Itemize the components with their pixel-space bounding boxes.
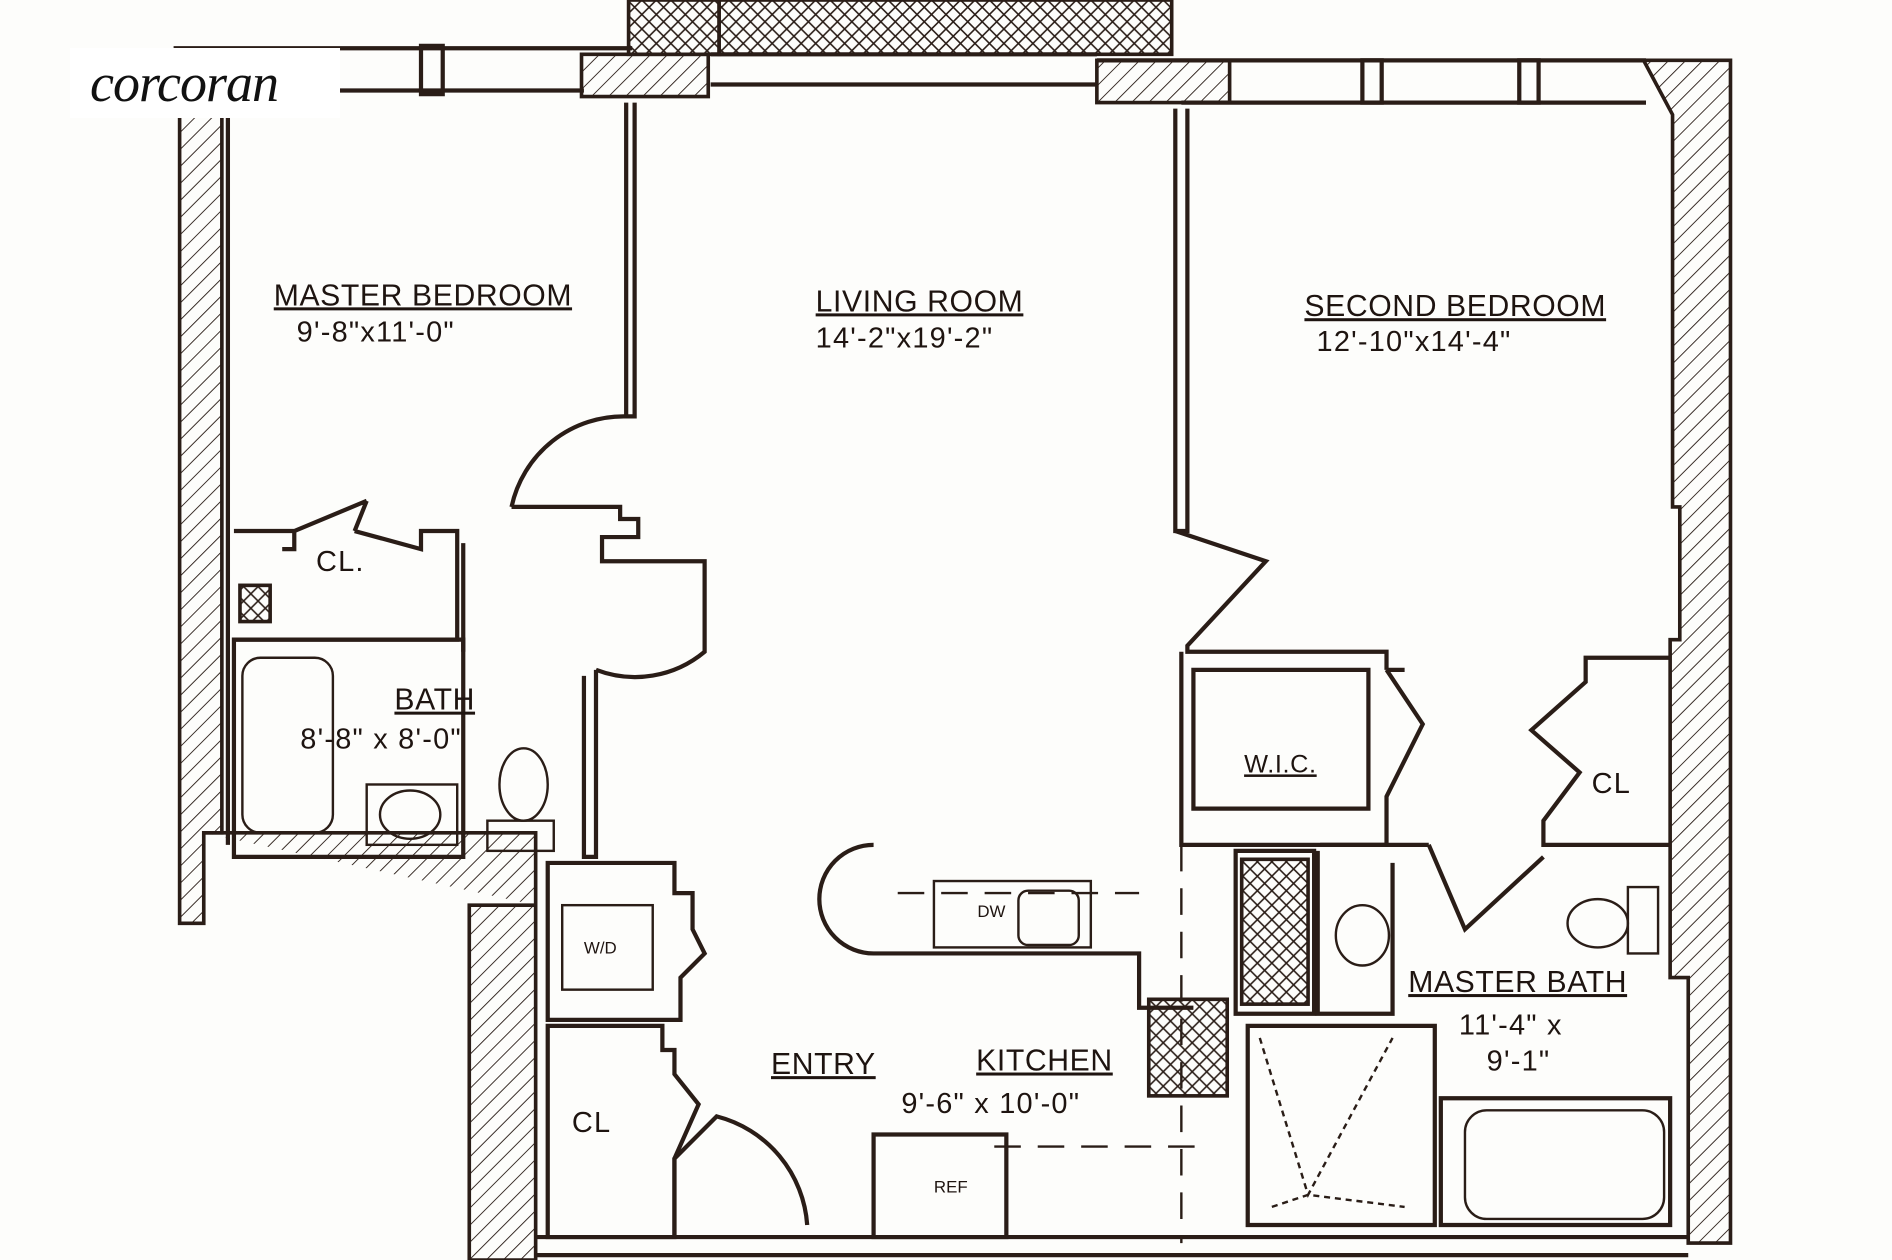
wic-label: W.I.C.	[1244, 750, 1317, 778]
second-bedroom-dims: 12'-10"x14'-4"	[1317, 326, 1512, 358]
fixtures	[238, 583, 1666, 1221]
bath-dims: 8'-8" x 8'-0"	[300, 723, 462, 755]
exterior-wall-bottom	[535, 1234, 1689, 1258]
shaft-icon	[238, 583, 272, 624]
living-room-label: LIVING ROOM	[816, 285, 1024, 318]
washer-dryer-label: W/D	[584, 938, 617, 957]
exterior-wall-top	[173, 43, 1646, 105]
refrigerator-label: REF	[934, 1177, 968, 1196]
entry-label: ENTRY	[771, 1048, 876, 1081]
kitchen-sink-icon	[1017, 889, 1080, 947]
sink-icon	[365, 783, 459, 847]
dishwasher-label: DW	[977, 902, 1005, 921]
balcony-rail	[717, 0, 1174, 57]
bathtub-icon	[241, 656, 335, 834]
stove-icon	[1146, 997, 1230, 1098]
shower-icon	[1239, 857, 1310, 1006]
master-closet-label: CL.	[316, 546, 365, 578]
master-tub-icon	[1463, 1109, 1666, 1221]
exterior-wall-right	[1640, 58, 1733, 1245]
washer-dryer-icon	[561, 903, 654, 991]
balcony-rail	[626, 0, 721, 57]
exterior-wall-left	[177, 52, 224, 926]
entry-closet-label: CL	[572, 1107, 611, 1139]
master-bath-dims-2: 9'-1"	[1487, 1046, 1551, 1078]
toilet-icon	[498, 747, 549, 822]
living-room-dims: 14'-2"x19'-2"	[816, 323, 994, 355]
master-bath-dims-1: 11'-4" x	[1459, 1009, 1563, 1041]
bath-label: BATH	[394, 684, 475, 717]
master-bath-sink-icon	[1334, 903, 1391, 967]
interior-walls	[231, 102, 1673, 1244]
master-toilet-icon	[1566, 897, 1630, 949]
master-bedroom-label: MASTER BEDROOM	[274, 279, 572, 312]
master-bedroom-dims: 9'-8"x11'-0"	[297, 317, 455, 349]
dishwasher-icon	[932, 879, 1093, 949]
second-bedroom-label: SECOND BEDROOM	[1304, 290, 1606, 323]
second-closet-label: CL	[1592, 768, 1631, 800]
corcoran-logo: corcoran	[70, 48, 340, 118]
kitchen-dims: 9'-6" x 10'-0"	[901, 1088, 1080, 1120]
exterior-wall-lower-left	[203, 830, 538, 1260]
master-bath-label: MASTER BATH	[1408, 966, 1627, 999]
kitchen-label: KITCHEN	[976, 1045, 1113, 1078]
